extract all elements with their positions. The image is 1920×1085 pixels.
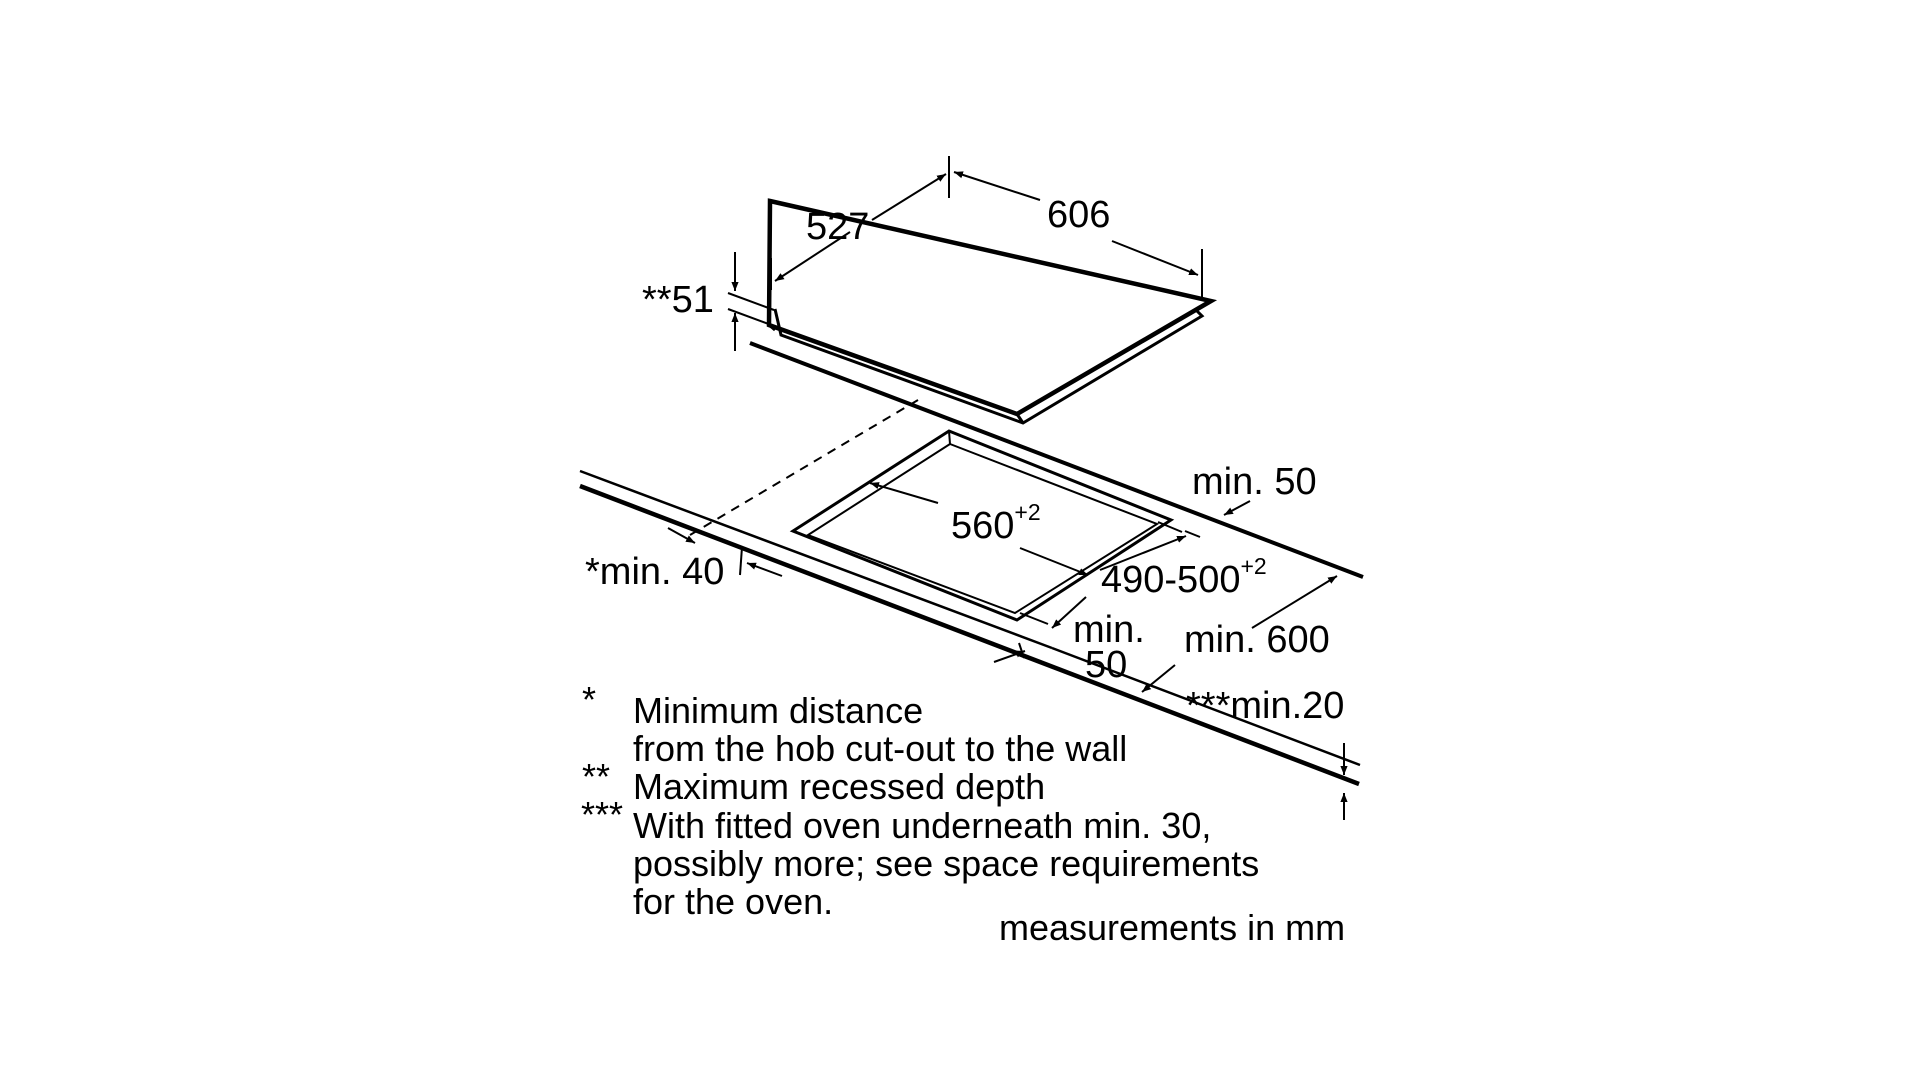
dim-label-560: 560+2 — [951, 499, 1041, 547]
hob-cutout — [789, 429, 1175, 622]
worktop-front — [579, 469, 1361, 787]
note-3-line-2: possibly more; see space requirements — [633, 843, 1259, 884]
dim-label-490-500: 490-500+2 — [1101, 553, 1267, 601]
dim-label-min-40: *min. 40 — [585, 551, 724, 593]
dim-label-min-side-line2: 50 — [1085, 644, 1127, 686]
units-note: measurements in mm — [999, 907, 1345, 948]
dim-label-min-50-back: min. 50 — [1192, 461, 1317, 503]
dim-depth-527 — [770, 156, 950, 290]
dim-min-600 — [1141, 575, 1338, 693]
worktop-back-edge — [749, 341, 1364, 579]
dim-label-min-600: min. 600 — [1184, 619, 1330, 661]
dim-label-527: 527 — [806, 206, 869, 248]
dim-label-min-20: ***min.20 — [1186, 685, 1344, 727]
hob-appliance — [766, 198, 1218, 425]
projection-dashed-line — [689, 399, 919, 536]
dim-width-606 — [953, 171, 1203, 298]
note-2-line-1: Maximum recessed depth — [633, 766, 1045, 807]
dim-label-recess-51: **51 — [642, 279, 714, 321]
dim-min-40-front — [667, 527, 783, 577]
dim-label-606: 606 — [1047, 194, 1110, 236]
dim-recess-51 — [727, 252, 775, 351]
note-3-line-1: With fitted oven underneath min. 30, — [633, 805, 1211, 846]
dim-min-50-side — [993, 642, 1026, 663]
dim-cutout-width-560 — [869, 482, 1089, 576]
note-mark-3: *** — [581, 794, 623, 835]
note-mark-1: * — [582, 679, 596, 720]
footnotes: * Minimum distance from the hob cut-out … — [581, 679, 1259, 922]
note-1-line-2: from the hob cut-out to the wall — [633, 728, 1127, 769]
note-3-line-3: for the oven. — [633, 881, 833, 922]
note-1-line-1: Minimum distance — [633, 690, 923, 731]
dim-label-min-side-line1: min. — [1073, 609, 1145, 651]
dim-min-50-back-arrow — [1223, 500, 1251, 516]
dim-cutout-depth-490-500 — [1019, 521, 1201, 629]
note-mark-2: ** — [582, 756, 610, 797]
